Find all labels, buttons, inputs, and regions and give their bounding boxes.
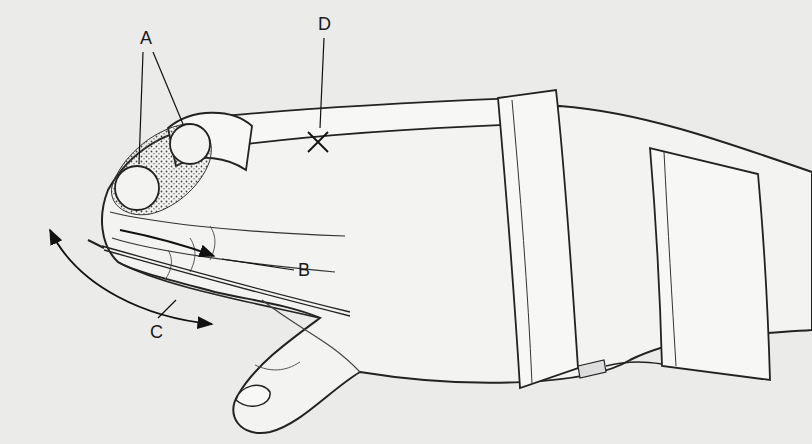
strap [606,362,662,366]
callout-letter: B [298,260,310,280]
outrigger-wire [102,246,350,312]
callout-letter: C [150,322,163,342]
strap-buckle [578,360,606,378]
hand-outline [102,106,812,433]
stippled-pad [111,124,211,215]
splint-cuff [650,148,770,380]
outrigger-wire [104,250,350,316]
cuff-edge [664,152,676,366]
splint-cuff [498,90,578,388]
leader-line [158,300,176,318]
thumb-crease [255,362,300,370]
leader-line [139,52,143,164]
motion-arrow-double [50,230,212,324]
dorsal-splint-plate [205,98,524,146]
leader-line [320,38,324,128]
x-mark [308,132,328,152]
motion-arrow [120,230,214,256]
callout-letter: D [318,14,331,34]
leader-line [222,259,294,270]
pressure-point-circle [115,166,159,210]
cuff-edge [512,100,532,384]
leader-line [153,52,183,124]
callout-letter: A [140,28,152,48]
pressure-point-circle [170,124,210,164]
wire-tip [88,240,104,248]
thumb-nail [236,385,270,406]
finger-contour [110,212,345,236]
